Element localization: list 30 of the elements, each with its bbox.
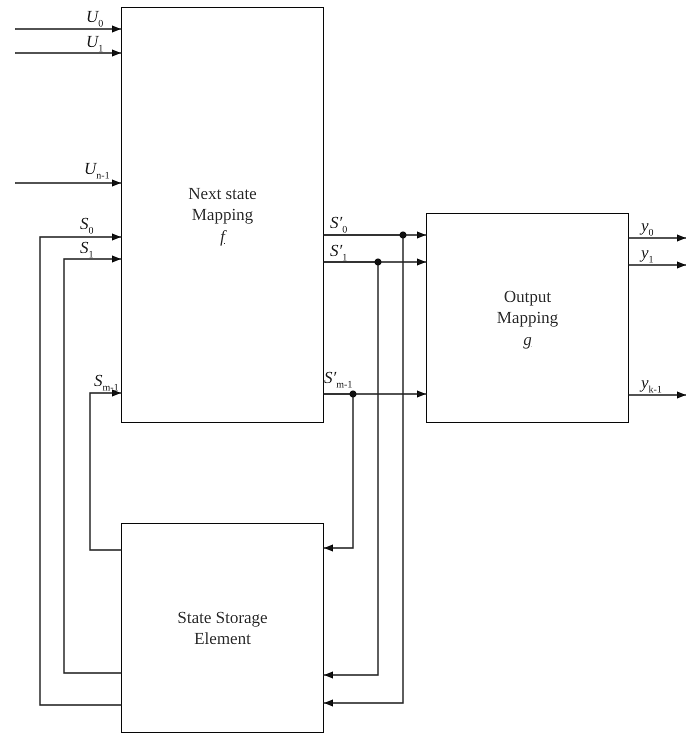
signal-label: U$_{1}$ (86, 33, 104, 54)
arrow (39, 233, 121, 706)
block-title: State Storage Element (176, 606, 269, 650)
mapping-block (121, 7, 324, 423)
signal-label: y$_{0}$ (641, 217, 654, 238)
arrow (324, 234, 404, 707)
signal-label: S$_{m-1}$ (94, 372, 119, 394)
signal-label: S$_{0}$ (80, 215, 94, 236)
signal-label: S′$_{0}$ (330, 214, 348, 236)
signal-label: S′$_{m-1}$ (324, 369, 352, 390)
arrow (89, 389, 121, 551)
signal-label: U$_{0}$ (86, 8, 104, 30)
signal-label: U$_{n-1}$ (84, 160, 110, 182)
arrow (324, 261, 379, 679)
arrow (15, 49, 121, 57)
arrow (63, 255, 121, 674)
storage-block (121, 523, 324, 733)
signal-label: S′$_{1}$ (330, 242, 348, 264)
arrow (15, 25, 121, 33)
arrow (629, 391, 686, 399)
function-symbol: g (523, 328, 532, 350)
arrow (15, 179, 121, 187)
arrow (629, 261, 686, 269)
arrow (324, 393, 354, 552)
signal-label: y$_{1}$ (641, 244, 654, 266)
mapping-block (426, 213, 629, 423)
arrow (629, 234, 686, 242)
signal-label: S$_{1}$ (80, 239, 94, 260)
function-symbol: f (220, 226, 225, 247)
signal-label: y$_{k-1}$ (641, 374, 662, 396)
